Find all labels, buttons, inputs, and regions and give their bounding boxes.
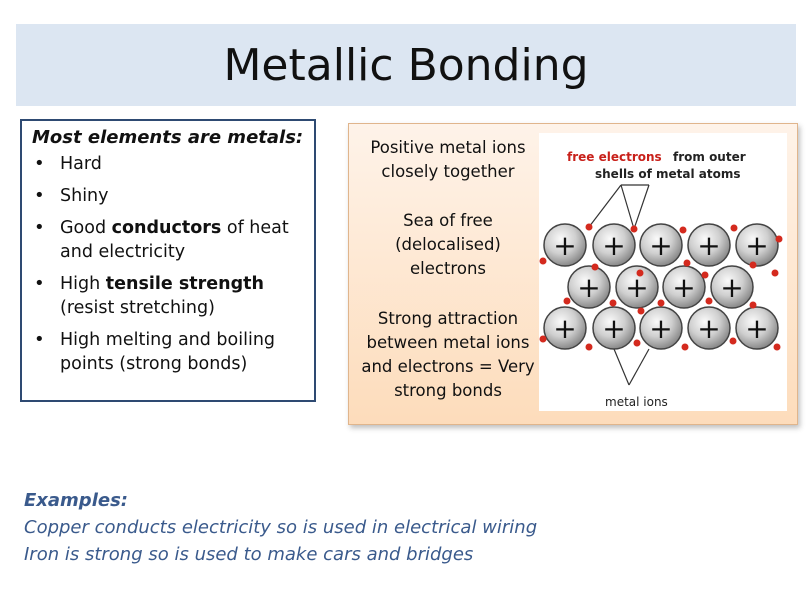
metal-ion [687,223,731,267]
metal-ion [735,223,779,267]
ion-plus-sign: + [697,312,720,345]
metal-ion [615,265,659,309]
free-electron [585,223,593,231]
examples-title: Examples: [24,490,128,511]
free-electron [657,299,665,307]
free-electron [773,343,781,351]
example-copper: Copper conducts electricity so is used i… [24,517,538,538]
property-item: High tensile strength (resist stretching… [32,272,304,320]
diagram-panel: Positive metal ions closely together Sea… [348,123,798,425]
lattice-svg: free electrons from outer shells of meta… [539,150,783,409]
ion-plus-sign: + [602,312,625,345]
free-electron [771,269,779,277]
metal-ion [735,306,779,350]
metal-lattice-diagram: free electrons from outer shells of meta… [539,133,787,411]
free-electron [539,257,547,265]
ion-plus-sign: + [697,229,720,262]
ion-plus-sign: + [745,312,768,345]
panel-text-ions: Positive metal ions closely together [370,138,526,181]
title-bar: Metallic Bonding [16,24,796,106]
ion-plus-sign: + [553,312,576,345]
property-item: Shiny [32,184,304,208]
property-text: (resist stretching) [60,298,215,318]
property-text: Shiny [60,186,109,206]
ion-plus-sign: + [672,271,695,304]
metal-ion [639,306,683,350]
pointer-line [628,348,650,386]
free-electron [633,339,641,347]
metal-ions-label: metal ions [605,395,668,409]
free-electron [749,301,757,309]
pointer-line [613,348,630,386]
property-text: of heat and electricity [60,218,289,262]
free-electron [729,337,737,345]
property-text: High melting and boiling points (strong … [60,330,276,374]
free-electron [683,259,691,267]
ion-plus-sign: + [553,229,576,262]
property-item: Hard [32,152,304,176]
pointer-line [633,184,650,230]
ions-layer: ++++++++++++++ [543,223,779,350]
metal-ion [592,306,636,350]
free-electron [585,343,593,351]
ion-plus-sign: + [602,229,625,262]
pointer-line [620,184,635,230]
properties-list: Hard Shiny Good conductors of heat and e… [32,152,304,376]
property-item: High melting and boiling points (strong … [32,328,304,376]
metal-ion [543,223,587,267]
metal-ion [710,265,754,309]
panel-text-electrons: Sea of free (delocalised) electrons [395,211,501,278]
free-electron [679,226,687,234]
panel-text-attraction: Strong attraction between metal ions and… [361,309,535,400]
free-electron [775,235,783,243]
properties-heading: Most elements are metals: [32,127,304,148]
ion-plus-sign: + [625,271,648,304]
property-text: Good [60,218,112,238]
free-electron [681,343,689,351]
property-bold-text: conductors [111,218,222,238]
free-electron [637,307,645,315]
free-electron [539,335,547,343]
property-bold-text: tensile strength [105,274,264,294]
free-electron [701,271,709,279]
electrons-layer [539,223,783,351]
free-electron [749,261,757,269]
examples-section: Examples: Copper conducts electricity so… [24,487,764,568]
ion-plus-sign: + [745,229,768,262]
pointer-lines [588,184,650,386]
property-text: Hard [60,154,102,174]
properties-box: Most elements are metals: Hard Shiny Goo… [20,119,316,402]
ion-plus-sign: + [720,271,743,304]
free-electron [591,263,599,271]
ion-plus-sign: + [649,229,672,262]
metal-ion [687,306,731,350]
free-electron [730,224,738,232]
metal-ion [662,265,706,309]
free-electron [705,297,713,305]
metal-ion [592,223,636,267]
free-electrons-label-rest: from outer [673,150,746,164]
metal-ion [543,306,587,350]
property-text: High [60,274,106,294]
slide-title: Metallic Bonding [223,39,589,91]
metal-ion [639,223,683,267]
free-electrons-label-line2: shells of metal atoms [595,167,741,181]
free-electrons-label-red: free electrons [567,150,662,164]
ion-plus-sign: + [649,312,672,345]
free-electron [636,269,644,277]
ion-plus-sign: + [577,271,600,304]
metal-ion [567,265,611,309]
pointer-line [588,184,622,228]
free-electron [609,299,617,307]
free-electron [630,225,638,233]
example-iron: Iron is strong so is used to make cars a… [24,544,474,565]
free-electron [563,297,571,305]
property-item: Good conductors of heat and electricity [32,216,304,264]
